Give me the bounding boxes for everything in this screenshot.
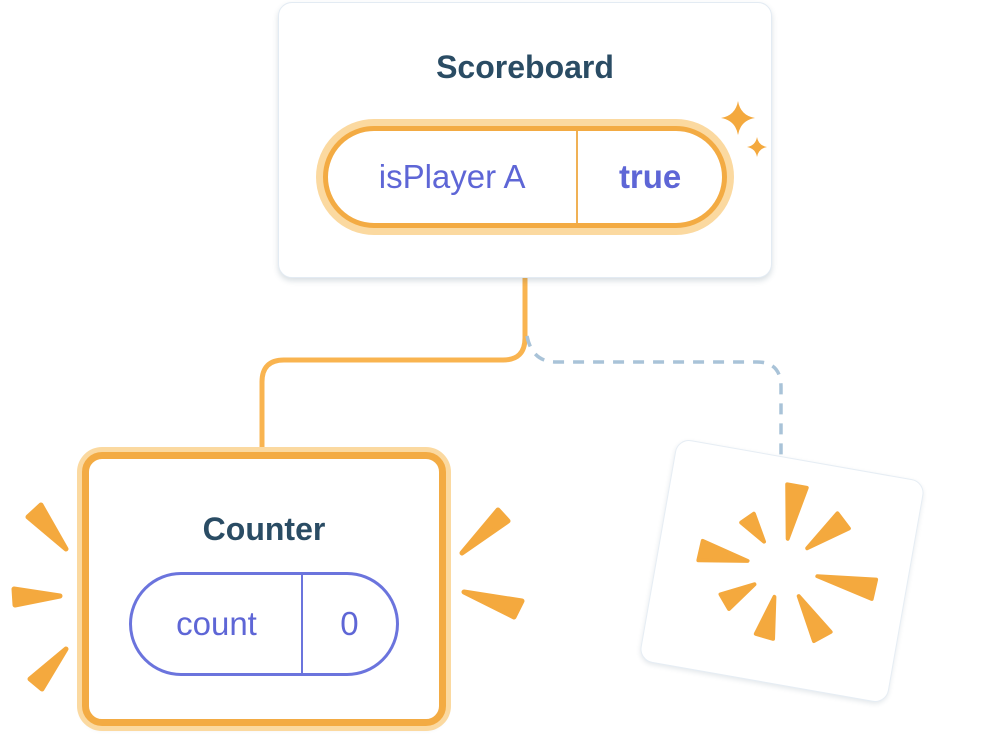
- counter-card: Counter count 0: [82, 452, 446, 726]
- connector-solid: [259, 269, 528, 473]
- scoreboard-state-value: true: [618, 157, 682, 195]
- scoreboard-state-pill: isPlayer A true: [323, 125, 727, 228]
- counter-state-value: 0: [340, 604, 359, 642]
- scoreboard-card: Scoreboard isPlayer A true: [278, 2, 772, 278]
- counter-state-pill: count 0: [129, 571, 399, 676]
- scoreboard-title: Scoreboard: [436, 49, 614, 85]
- pill-divider: [576, 130, 579, 223]
- counter-state-key: count: [176, 604, 257, 642]
- removed-component-card: [638, 437, 926, 705]
- pill-divider: [300, 574, 303, 673]
- connector-dashed: [525, 335, 783, 478]
- scoreboard-state-key: isPlayer A: [378, 157, 526, 195]
- counter-title: Counter: [202, 511, 326, 547]
- explosion-burst-icon: [696, 482, 879, 644]
